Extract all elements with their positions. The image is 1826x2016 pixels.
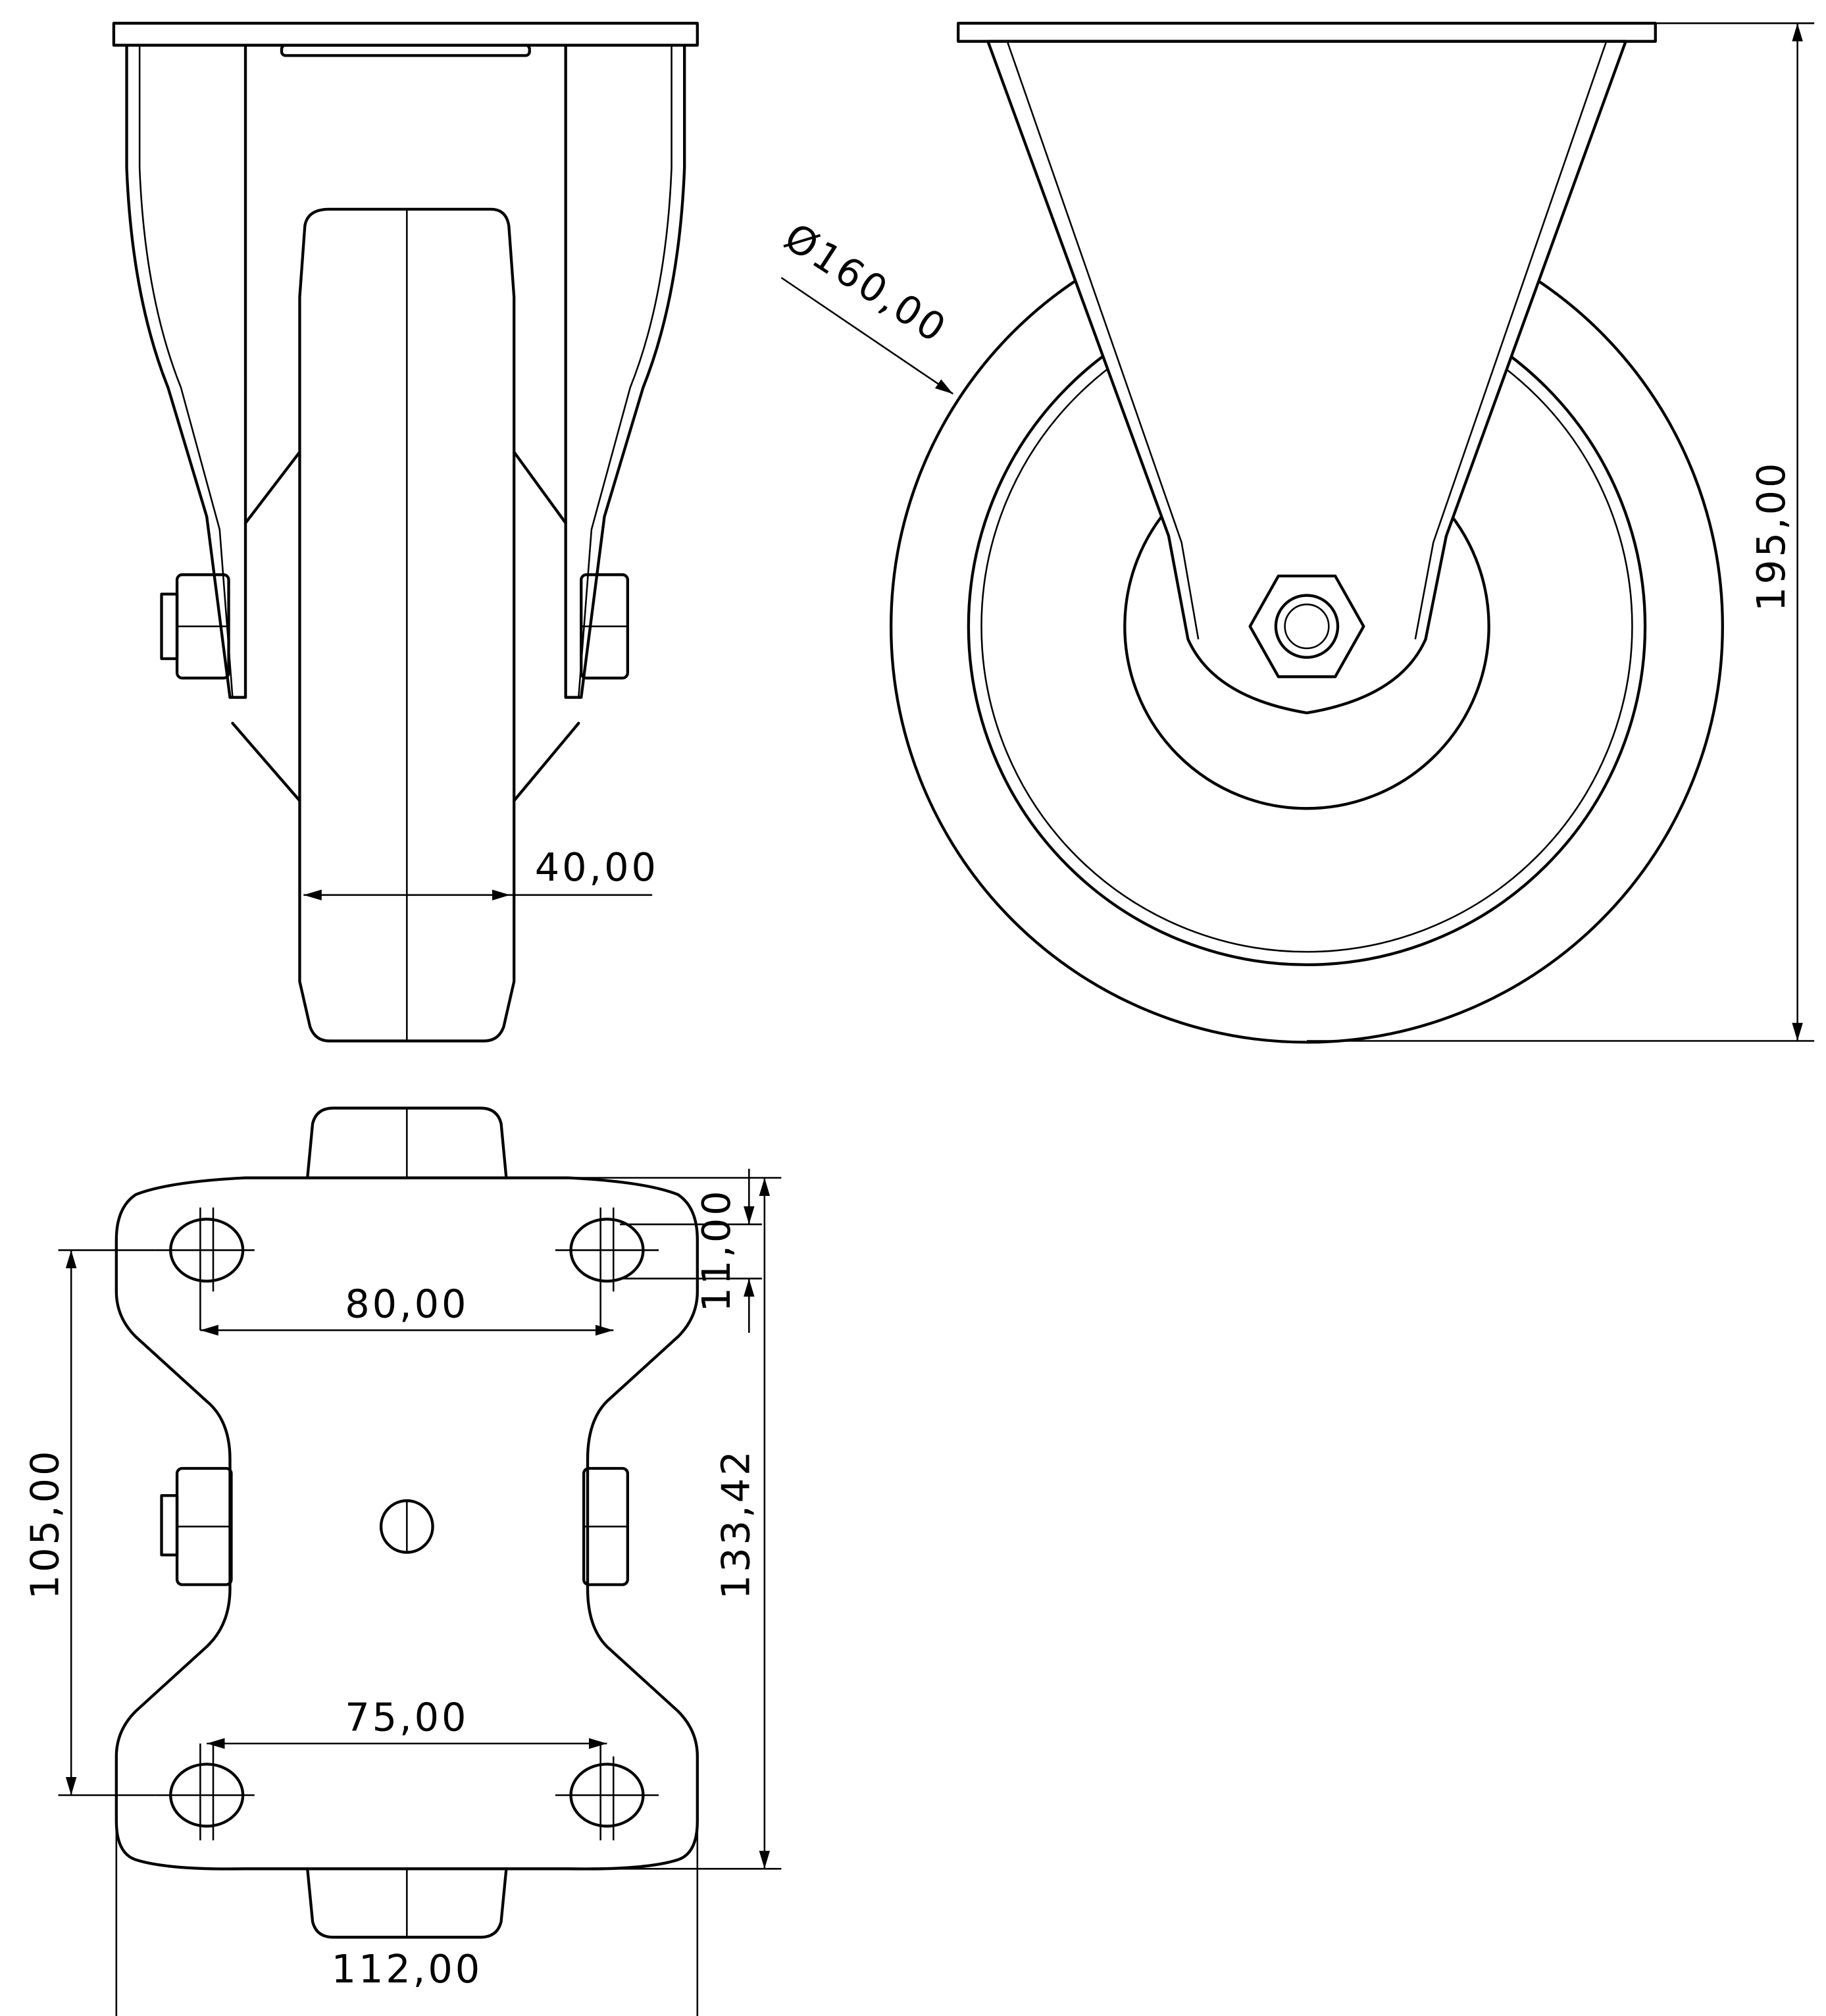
front-view: 40,00 — [112, 22, 699, 1043]
dim-overall-height: 195,00 — [1748, 461, 1794, 611]
dim-plate-width: 112,00 — [332, 1946, 483, 1992]
wheel-front — [298, 207, 516, 1043]
mounting-plate-side — [957, 22, 1657, 43]
axle-nut-right — [580, 573, 630, 680]
axle-nut-hex — [1248, 574, 1365, 679]
mounting-plate-front — [112, 22, 699, 47]
axle-nut-left — [160, 573, 230, 680]
mounting-holes — [155, 1207, 659, 1841]
bottom-view: 80,00 75,00 105,00 133,42 11,00 112,00 — [22, 1106, 782, 2016]
mounting-plate-outline — [114, 1176, 699, 1871]
fork-left — [125, 43, 247, 699]
hub-front — [231, 450, 580, 802]
dim-wheel-width: 40,00 — [535, 844, 659, 890]
dim-hole-spacing-top: 80,00 — [345, 1281, 469, 1326]
dim-wheel-diameter: Ø160,00 — [776, 214, 955, 352]
side-view: 195,00 Ø160,00 — [776, 22, 1815, 1044]
axle-nut-bottom-right — [582, 1466, 630, 1586]
axle-nut-bottom-left — [160, 1466, 233, 1586]
dim-hole-slot: 11,00 — [694, 1188, 739, 1312]
dim-hole-spacing-length: 105,00 — [22, 1449, 68, 1600]
dim-hole-spacing-bottom: 75,00 — [345, 1694, 469, 1740]
fork-side — [986, 39, 1627, 715]
dim-plate-length: 133,42 — [713, 1449, 758, 1600]
fork-right — [564, 43, 686, 699]
